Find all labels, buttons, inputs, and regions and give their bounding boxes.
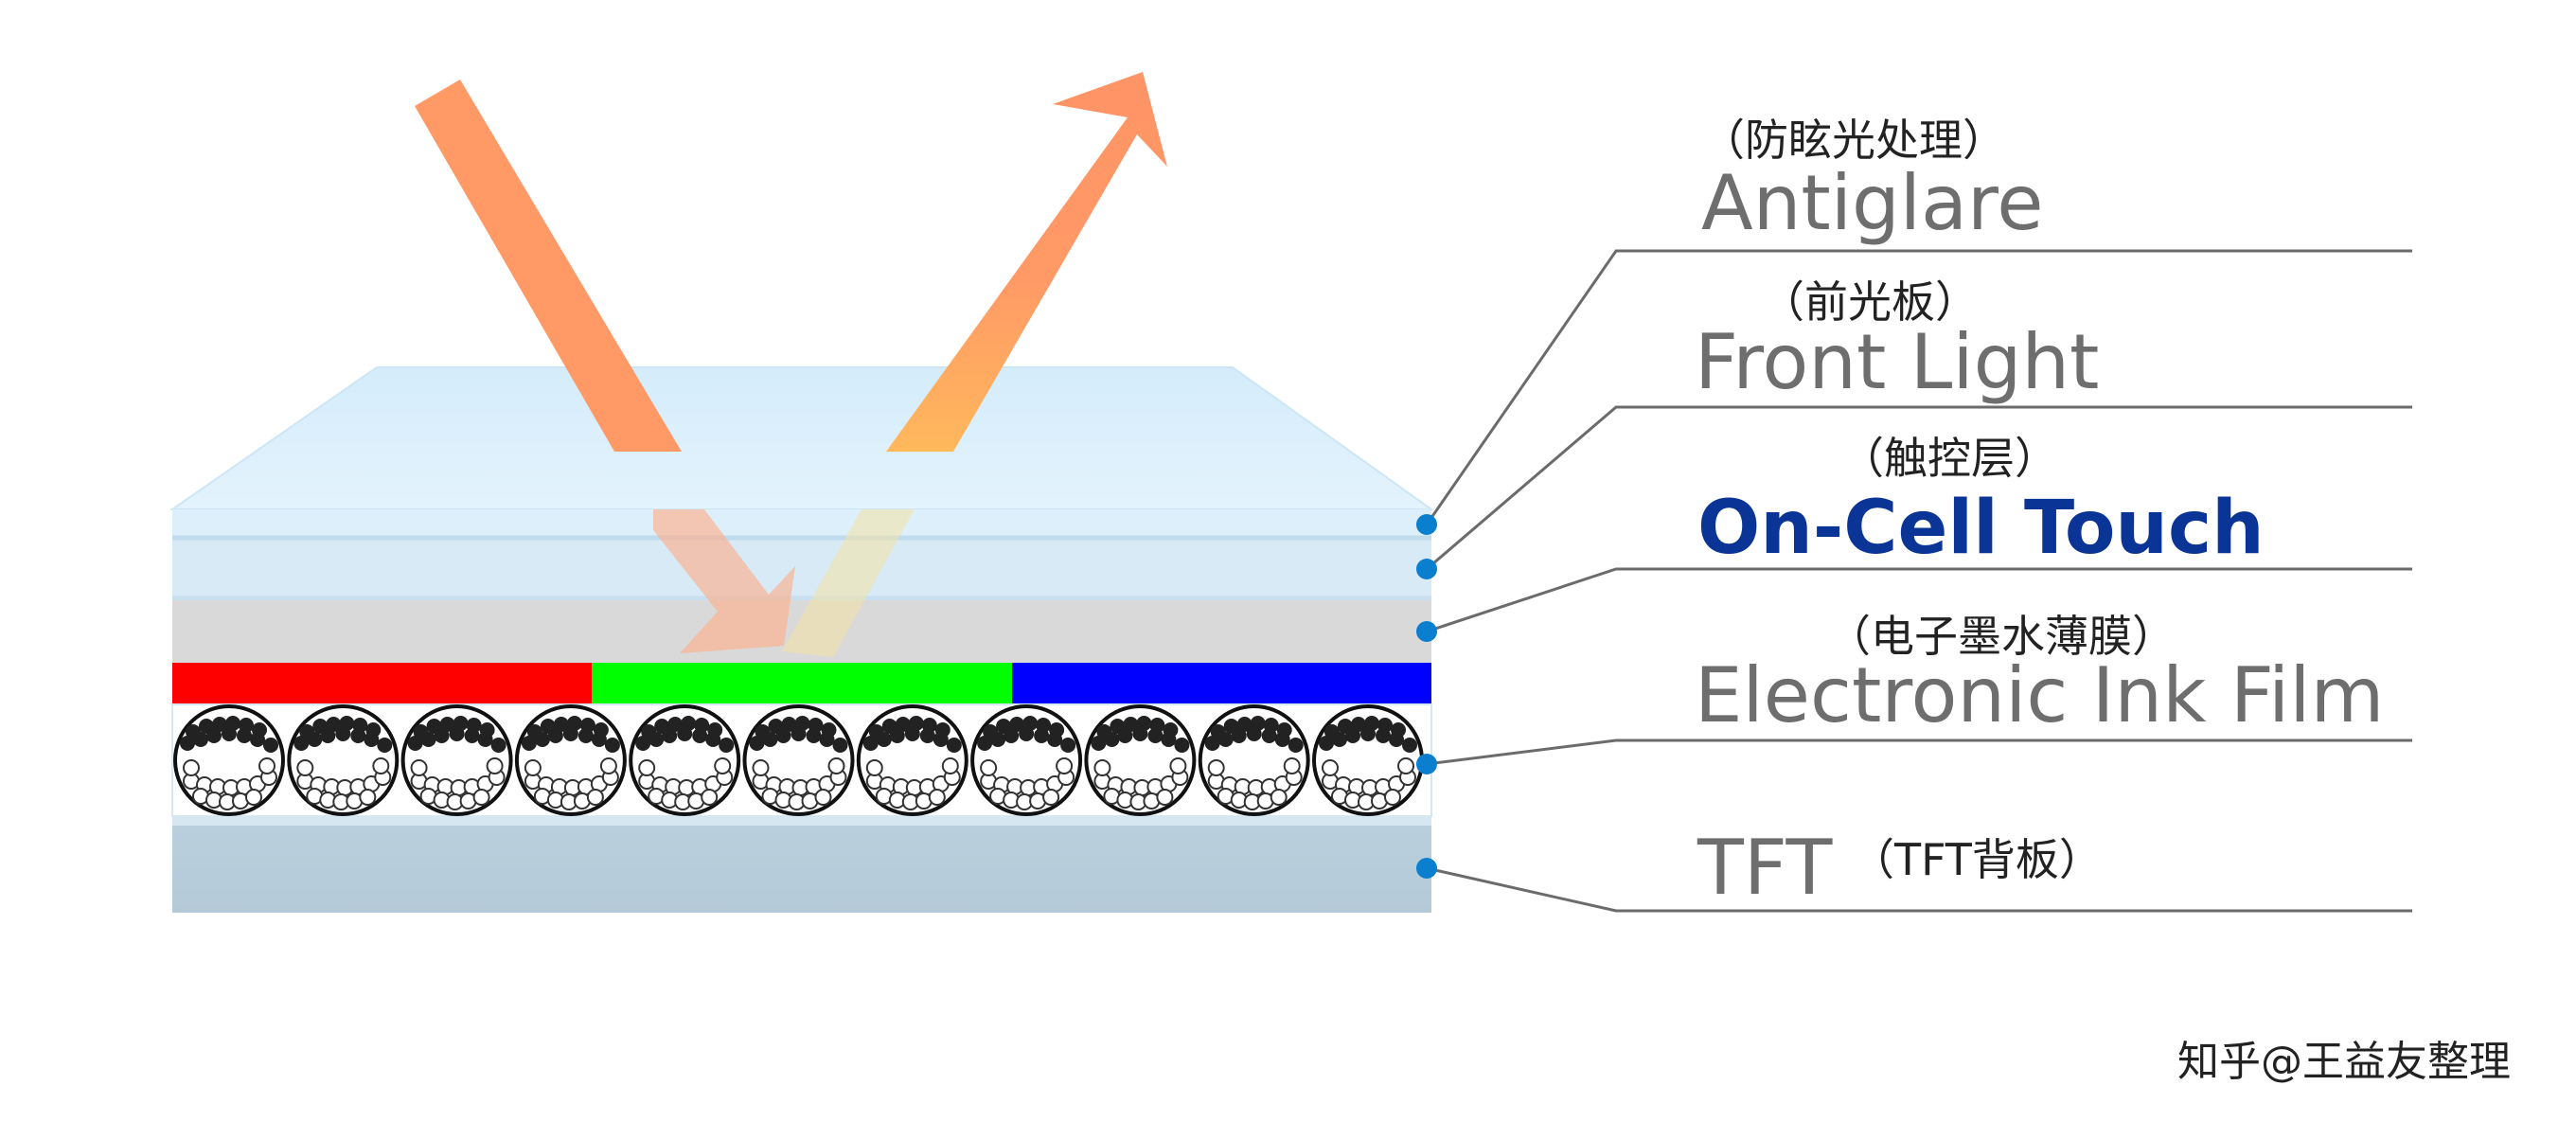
refracted-light-in-arrow [653,509,795,653]
reflected-light-arrow [886,72,1167,452]
black-pigment-particles [1319,716,1417,753]
black-pigment-particles [977,716,1076,753]
tft-layer [172,826,1431,913]
on-cell-touch-leader [1426,567,2412,633]
white-pigment-particles [638,757,734,810]
on-cell-touch-en-label: On-Cell Touch [1697,486,2265,571]
on-cell-touch-marker-dot [1416,621,1437,642]
antiglare-en-label: Antiglare [1701,159,2043,247]
tft-en-label: TFT [1697,824,1833,912]
microcapsule [970,704,1083,816]
microcapsule [400,704,513,816]
black-pigment-particles [1091,716,1190,753]
black-pigment-particles [180,716,278,753]
white-pigment-particles [524,757,619,810]
microcapsule-row [173,704,1424,816]
electronic-ink-film-cn-label: （电子墨水薄膜） [1827,611,2176,662]
electronic-ink-film-en-label: Electronic Ink Film [1695,651,2384,739]
incident-light-arrow [415,80,682,452]
white-pigment-particles [865,757,961,810]
microcapsule [287,704,400,816]
antiglare-leader [1425,249,2412,525]
credit-watermark: 知乎@王益友整理 [2177,1038,2511,1086]
black-pigment-particles [293,716,393,753]
microcapsule [1198,704,1310,816]
black-pigment-particles [407,716,506,753]
black-pigment-particles [521,716,620,753]
microcapsule [742,704,855,816]
white-pigment-particles [1093,757,1189,810]
microcapsule [1312,704,1424,816]
black-pigment-particles [862,716,962,753]
on-cell-touch-cn-label: （触控层） [1840,433,2058,484]
leader-lines [1425,249,2412,913]
black-pigment-particles [635,716,735,753]
blue-color-filter [1012,663,1431,704]
microcapsule [856,704,968,816]
black-pigment-particles [1204,716,1304,753]
electronic-ink-film-leader [1426,738,2412,766]
antiglare-layer [172,509,1431,538]
white-pigment-particles [980,757,1075,810]
light-arrows [415,72,1167,657]
front-light-leader [1426,405,2412,571]
microcapsule [173,704,285,816]
white-pigment-particles [752,757,847,810]
tft-gap [172,816,1431,826]
front-light-layer [172,538,1431,598]
white-pigment-particles [183,757,277,810]
antiglare-top-face [169,366,1435,510]
tft-leader [1426,866,2412,913]
red-color-filter [172,663,592,704]
antiglare-cn-label: （防眩光处理） [1701,115,2006,166]
layer-labels: （防眩光处理） Antiglare （前光板） Front Light （触控层… [1695,115,2384,912]
microcapsule [514,704,627,816]
refracted-light-out-arrow [782,509,915,657]
white-pigment-particles [1207,757,1303,810]
tft-marker-dot [1416,858,1437,879]
antiglare-marker-dot [1416,514,1437,535]
microcapsule [629,704,741,816]
black-pigment-particles [749,716,848,753]
electronic-ink-film-marker-dot [1416,754,1437,774]
layer-markers [1416,514,1437,879]
tft-cn-label: （TFT背板） [1851,834,2103,885]
front-light-cn-label: （前光板） [1761,276,1979,328]
white-pigment-particles [1322,757,1416,810]
white-pigment-particles [296,757,392,810]
microcapsule [1084,704,1197,816]
green-color-filter [592,663,1012,704]
front-light-marker-dot [1416,559,1437,579]
layer-stack [171,509,1432,913]
front-light-en-label: Front Light [1695,318,2099,406]
white-pigment-particles [410,757,506,810]
